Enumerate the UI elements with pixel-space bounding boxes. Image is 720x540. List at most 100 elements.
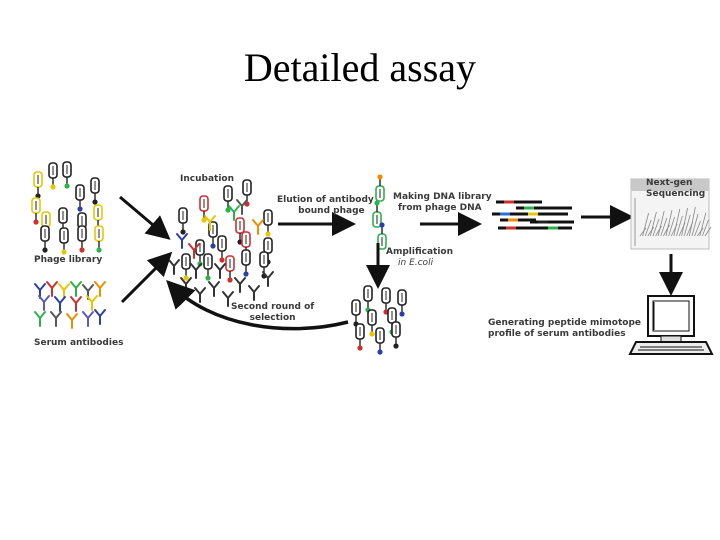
antibody-icon	[38, 295, 50, 311]
peak	[650, 211, 657, 237]
making-dna-label: Making DNA library from phage DNA	[393, 192, 492, 214]
generating-profile-label-line2: profile of serum antibodies	[488, 329, 626, 339]
peak	[642, 212, 649, 237]
peak	[699, 212, 707, 237]
phage-icon	[363, 285, 373, 313]
peak	[668, 216, 675, 237]
antibody-icon	[248, 285, 260, 301]
phage-icon	[391, 321, 401, 349]
phage-icon	[203, 253, 213, 281]
phage-icon	[62, 161, 72, 189]
phage-icon	[377, 222, 387, 250]
dna-library-fragments	[492, 200, 574, 230]
antibody-icon	[222, 291, 234, 307]
phage-icon	[90, 177, 100, 205]
serum-antibodies-cluster	[34, 281, 106, 329]
second-round-label-line2: selection	[249, 313, 296, 323]
phage-icon	[33, 171, 43, 199]
antibody-icon	[208, 281, 220, 297]
arrow-serum-to-incubation	[120, 251, 173, 304]
making-dna-label-line1: Making DNA library	[393, 192, 492, 202]
phage-icon	[351, 299, 361, 327]
phage-icon	[375, 174, 385, 202]
amplification-label-line2: in E.coli	[398, 258, 434, 268]
peak	[647, 226, 655, 237]
peak	[639, 227, 647, 237]
peak	[691, 213, 699, 237]
nextgen-label-line1: Next-gen	[646, 178, 693, 188]
peak	[660, 217, 668, 237]
peak	[652, 218, 660, 237]
serum-antibodies-label: Serum antibodies	[34, 338, 124, 348]
phage-icon	[199, 195, 209, 223]
antibody-icon	[228, 205, 240, 221]
antibody-icon	[168, 259, 180, 275]
antibody-icon	[70, 296, 82, 312]
phage-library-label: Phage library	[34, 255, 103, 265]
nextgen-label: Next-gen Sequencing	[646, 178, 705, 200]
peak	[704, 226, 712, 237]
antibody-icon	[66, 313, 78, 329]
peak	[676, 215, 683, 237]
antibody-icon	[86, 295, 98, 311]
antibody-icon	[50, 311, 62, 327]
elution-label: Elution of antibody bound phage	[277, 195, 374, 217]
phage-icon	[217, 235, 227, 263]
peak	[702, 219, 709, 237]
phage-icon	[31, 197, 41, 225]
antibody-icon	[214, 263, 226, 279]
antibody-icon	[194, 287, 206, 303]
amplified-phage-cluster	[351, 285, 407, 355]
antibody-icon	[236, 199, 248, 215]
antibody-icon	[58, 283, 70, 299]
phage-icon	[59, 227, 69, 255]
antibody-icon	[262, 271, 274, 287]
slide-title: Detailed assay	[243, 45, 477, 90]
phage-icon	[367, 309, 377, 337]
peak	[673, 208, 681, 237]
antibody-icon	[94, 309, 106, 325]
antibody-icon	[190, 263, 202, 279]
peak	[689, 206, 696, 237]
arrow-second-round	[166, 279, 349, 331]
nextgen-label-line2: Sequencing	[646, 189, 706, 199]
phage-icon	[263, 209, 273, 237]
antibody-icon	[46, 281, 58, 297]
phage-icon	[75, 184, 85, 212]
generating-profile-label-line1: Generating peptide mimotope	[488, 318, 641, 328]
phage-icon	[372, 200, 382, 228]
eluted-phage-cluster	[372, 174, 387, 250]
arrow-library-to-incubation	[119, 195, 171, 240]
phage-icon	[355, 323, 365, 351]
phage-icon	[241, 249, 251, 277]
computer-icon	[628, 295, 714, 355]
peak	[696, 227, 704, 237]
phage-icon	[223, 185, 233, 213]
incubation-cluster	[168, 179, 274, 307]
antibody-icon	[204, 215, 216, 231]
antibody-icon	[188, 243, 200, 259]
elution-label-line1: Elution of antibody	[277, 195, 374, 205]
sequencing-image	[630, 178, 712, 250]
phage-icon	[397, 289, 407, 317]
antibody-icon	[234, 277, 246, 293]
phage-icon	[375, 327, 385, 355]
antibody-icon	[252, 219, 264, 235]
antibody-icon	[54, 296, 66, 312]
peak	[681, 207, 688, 237]
antibody-icon	[176, 233, 188, 249]
phage-library-cluster	[31, 161, 104, 255]
phage-icon	[181, 253, 191, 281]
second-round-label-line1: Second round of	[231, 302, 315, 312]
second-round-label: Second round of selection	[231, 302, 314, 324]
elution-label-line2: bound phage	[298, 206, 365, 216]
peak	[644, 219, 652, 237]
phage-icon	[178, 207, 188, 235]
incubation-label: Incubation	[180, 174, 234, 184]
antibody-icon	[70, 281, 82, 297]
sequencing-peaks	[639, 206, 712, 237]
antibody-icon	[94, 281, 106, 297]
amplification-label: Amplification in E.coli	[386, 247, 453, 269]
antibody-icon	[34, 311, 46, 327]
